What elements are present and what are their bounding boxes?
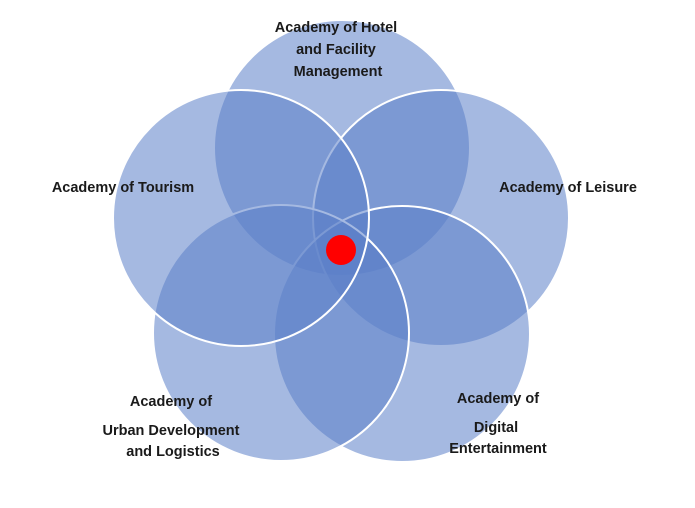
circle-tourism [112,89,370,347]
label-hotel-line-1: Academy of Hotel [275,20,397,36]
label-leisure-line-1: Academy of Leisure [499,180,637,196]
label-digital-line-2: Digital [474,420,518,436]
label-tourism: Academy of Tourism [52,180,194,196]
label-hotel: Academy of Hotel and Facility Management [275,20,402,80]
label-urban-line-3: and Logistics [126,444,219,460]
label-digital: Academy of Digital Entertainment [449,391,547,457]
label-hotel-line-3: Management [294,64,383,80]
label-leisure: Academy of Leisure [499,180,637,196]
circle-layer [112,19,570,463]
label-urban-line-2: Urban Development [102,423,239,439]
label-urban: Academy of Urban Development and Logisti… [102,394,243,460]
label-urban-line-1: Academy of [130,394,212,410]
label-hotel-line-2: and Facility [296,42,376,58]
center-dot [326,235,356,265]
label-tourism-line-1: Academy of Tourism [52,180,194,196]
label-digital-line-1: Academy of [457,391,539,407]
label-digital-line-3: Entertainment [449,441,547,457]
